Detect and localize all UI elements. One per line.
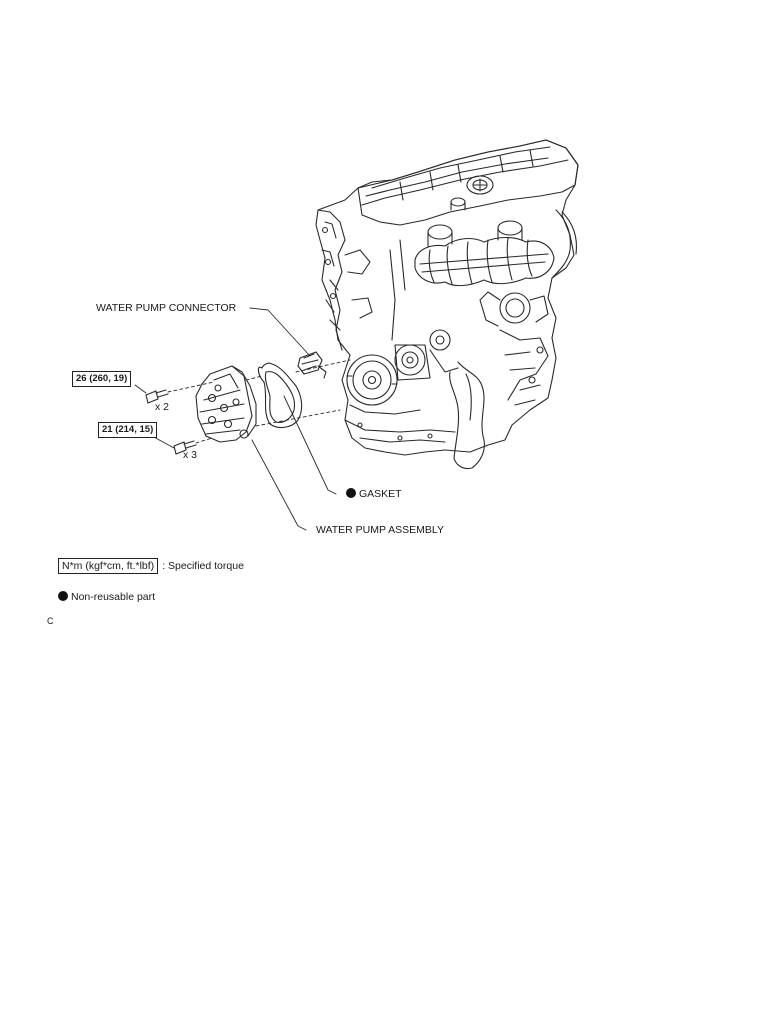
- bolt-lower: [173, 440, 197, 455]
- gasket-label-text: GASKET: [359, 488, 402, 500]
- footer-code: C: [47, 616, 54, 626]
- legend-torque: N*m (kgf*cm, ft.*lbf): Specified torque: [58, 556, 244, 574]
- alignment-lines: [167, 359, 351, 444]
- legend-nonreusable: Non-reusable part: [58, 591, 155, 603]
- gasket-label: GASKET: [346, 488, 402, 500]
- legend-nonreusable-text: Non-reusable part: [71, 591, 156, 603]
- leader-lines: [134, 307, 337, 531]
- bolt-qty-upper: x 2: [155, 401, 170, 413]
- water-pump-connector-label: WATER PUMP CONNECTOR: [96, 302, 237, 314]
- legend-torque-unit: N*m (kgf*cm, ft.*lbf): [58, 558, 159, 574]
- bolt-upper: [145, 389, 169, 404]
- water-pump-assembly-part: [195, 365, 257, 443]
- torque-box-lower: 21 (214, 15): [98, 422, 158, 438]
- gasket-part: [257, 362, 303, 429]
- nonreusable-dot-icon: [346, 488, 356, 498]
- bolt-qty-lower: x 3: [183, 449, 198, 461]
- torque-box-upper: 26 (260, 19): [72, 371, 132, 387]
- water-pump-connector-part: [297, 351, 327, 379]
- legend-torque-desc: : Specified torque: [162, 560, 244, 572]
- water-pump-assembly-label: WATER PUMP ASSEMBLY: [316, 524, 444, 536]
- legend-dot-icon: [58, 591, 68, 601]
- engine-block: [315, 139, 579, 470]
